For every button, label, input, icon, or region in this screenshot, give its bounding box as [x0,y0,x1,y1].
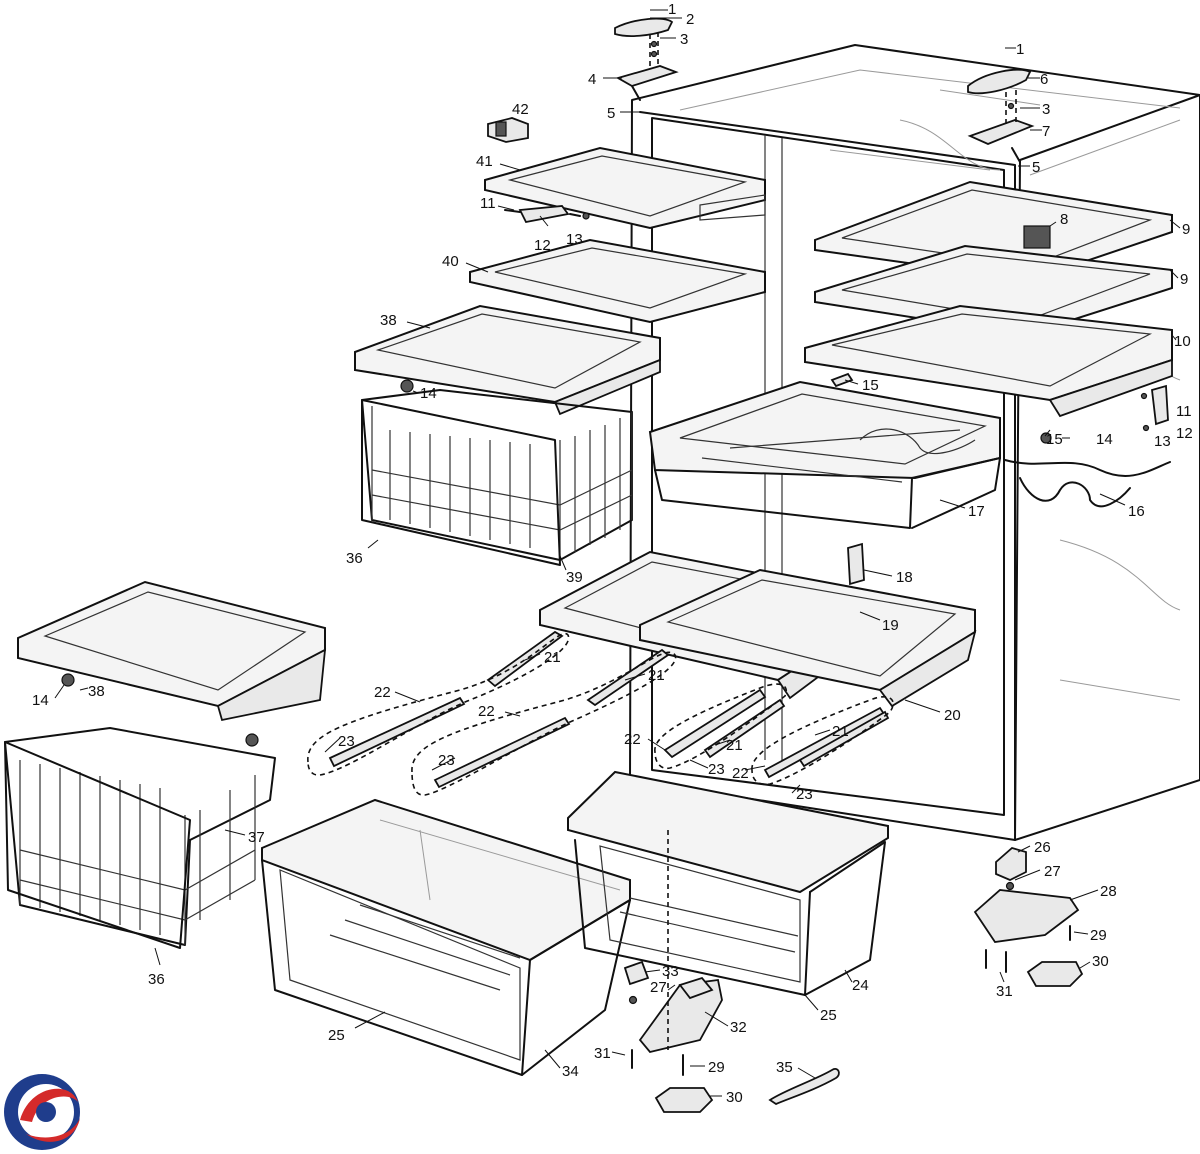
callout-16: 16 [1128,503,1145,520]
callout-18: 18 [896,569,913,586]
callout-26: 26 [1034,839,1051,856]
callout-23: 23 [438,752,455,769]
callout-6: 6 [1040,71,1048,88]
callout-12: 12 [534,237,551,254]
callout-36: 36 [148,971,165,988]
callout-3: 3 [680,31,688,48]
callout-41: 41 [476,153,493,170]
callout-14: 14 [32,692,49,709]
center-base-bracket [623,830,723,1113]
wine-rack-16 [859,428,1171,508]
callout-1: 1 [1016,41,1024,58]
callout-35: 35 [776,1059,793,1076]
callout-21: 21 [832,723,849,740]
callout-20: 20 [944,707,961,724]
callout-37: 37 [248,829,265,846]
callout-40: 40 [442,253,459,270]
callout-15: 15 [1046,431,1063,448]
callout-5: 5 [607,105,615,122]
callout-labels: 1 2 3 4 5 1 6 3 7 5 42 41 11 12 13 40 38… [32,1,1193,1106]
callout-31: 31 [996,983,1013,1000]
callout-38: 38 [380,312,397,329]
callout-5: 5 [1032,159,1040,176]
right-base-bracket [973,847,1084,987]
callout-11: 11 [1176,403,1192,420]
callout-11: 11 [480,195,496,212]
callout-1: 1 [668,1,676,18]
callout-8: 8 [1060,211,1068,228]
callout-9: 9 [1180,271,1188,288]
part-42-clip [487,117,529,143]
brand-logo [4,1074,80,1150]
callout-22: 22 [374,684,391,701]
shelf-40 [469,238,766,324]
upper-left-basket-assembly [354,304,661,566]
vegetable-drawer-right [567,770,889,996]
shelf-10 [804,304,1173,418]
callout-2: 2 [686,11,694,28]
callout-38: 38 [88,683,105,700]
callout-21: 21 [544,649,561,666]
callout-29: 29 [708,1059,725,1076]
callout-30: 30 [1092,953,1109,970]
shelf-9-lower [814,244,1173,337]
callout-21: 21 [648,667,665,684]
shelf-41 [484,146,766,230]
callout-25: 25 [820,1007,837,1024]
callout-30: 30 [726,1089,743,1106]
lower-left-basket-assembly [4,580,327,949]
leader-lines [54,9,1181,1097]
callout-15: 15 [862,377,879,394]
callout-36: 36 [346,550,363,567]
callout-10: 10 [1174,333,1191,350]
left-top-hinge [614,17,679,101]
shelf-9-upper [814,180,1173,282]
callout-42: 42 [512,101,529,118]
shelf-20 [639,568,977,708]
callout-29: 29 [1090,927,1107,944]
callout-14: 14 [420,385,437,402]
callout-39: 39 [566,569,583,586]
callout-32: 32 [730,1019,747,1036]
right-top-hinge [967,68,1035,163]
callout-24: 24 [852,977,869,994]
callout-27: 27 [1044,863,1061,880]
callout-13: 13 [566,231,583,248]
callout-17: 17 [968,503,985,520]
callout-27: 27 [650,979,667,996]
vegetable-drawer-left [261,798,631,1076]
part-11-12-13-right [1140,384,1169,432]
callout-7: 7 [1042,123,1050,140]
callout-28: 28 [1100,883,1117,900]
callout-23: 23 [338,733,355,750]
part-11-12-13-left [504,205,590,224]
callout-34: 34 [562,1063,579,1080]
callout-21: 21 [726,737,743,754]
callout-23: 23 [708,761,725,778]
callout-25: 25 [328,1027,345,1044]
callout-22: 22 [732,765,749,782]
callout-4: 4 [588,71,596,88]
callout-19: 19 [882,617,899,634]
part-18-bracket [847,542,865,586]
meat-pan-17 [648,372,1001,529]
callout-13: 13 [1154,433,1171,450]
callout-9: 9 [1182,221,1190,238]
callout-22: 22 [478,703,495,720]
callout-12: 12 [1176,425,1193,442]
slide-rails [307,630,894,796]
callout-22: 22 [624,731,641,748]
callout-14: 14 [1096,431,1113,448]
callout-33: 33 [662,963,679,980]
callout-23: 23 [796,786,813,803]
callout-31: 31 [594,1045,611,1062]
part-35-strap [768,1068,840,1106]
callout-3: 3 [1042,101,1050,118]
